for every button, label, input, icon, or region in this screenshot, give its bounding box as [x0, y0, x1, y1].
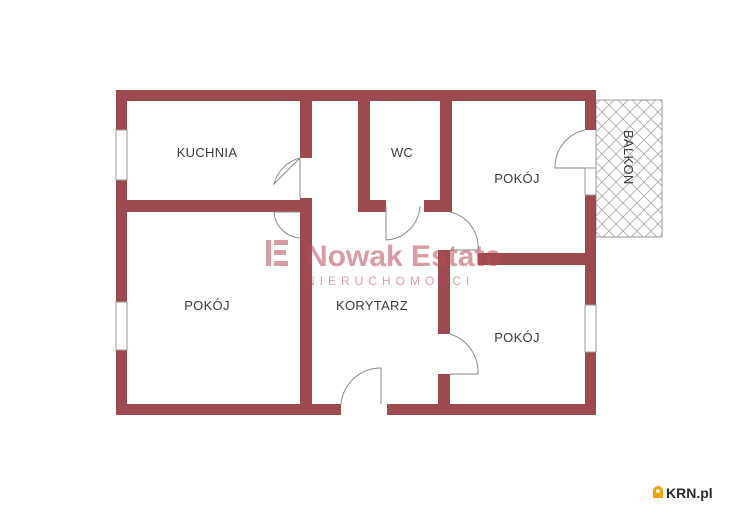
wall-corridor-right-2	[438, 374, 450, 415]
window-kitchen	[115, 129, 128, 181]
wall-left-room-right	[300, 198, 312, 415]
door-entrance	[340, 367, 382, 405]
wall-kitchen-right	[300, 90, 312, 158]
wall-outer-bottom-left	[116, 404, 341, 415]
watermark-brand: Nowak Estate	[306, 240, 501, 273]
windows	[115, 129, 597, 353]
watermark-logo-icon	[266, 240, 288, 266]
door-top-right-room	[449, 211, 479, 251]
door-balcony	[554, 129, 586, 169]
label-wc: WC	[391, 145, 413, 160]
window-top-right-room	[584, 167, 597, 196]
credit-site: KRN.pl	[666, 485, 713, 501]
label-balcony: BALKON	[621, 130, 636, 185]
walls	[116, 90, 596, 415]
wall-outer-left-1	[116, 90, 127, 130]
wall-outer-left-3	[116, 350, 127, 415]
balcony-area	[595, 99, 663, 238]
door-kitchen	[273, 157, 301, 198]
wall-wc-bottom-left	[358, 200, 386, 212]
label-corridor: KORYTARZ	[336, 298, 408, 313]
door-bottom-right-room	[449, 333, 479, 375]
wall-right-rooms-divider	[478, 253, 596, 265]
wall-outer-right-1	[585, 90, 596, 130]
wall-kitchen-bottom	[116, 200, 312, 212]
watermark-subtitle: NIERUCHOMOŚCI	[306, 273, 474, 288]
label-room-left: POKÓJ	[184, 298, 230, 313]
credit-logo: KRN.pl	[653, 485, 713, 501]
wall-wc-right	[440, 90, 452, 212]
watermark: Nowak Estate NIERUCHOMOŚCI	[266, 240, 501, 288]
wall-corridor-right-1	[438, 250, 450, 334]
wall-outer-left-2	[116, 180, 127, 302]
label-room-bottom-right: POKÓJ	[494, 330, 540, 345]
door-wc	[385, 205, 421, 241]
wall-outer-right-2	[585, 195, 596, 305]
window-left-room	[115, 301, 128, 351]
label-kitchen: KUCHNIA	[177, 145, 238, 160]
door-left-room	[273, 211, 301, 239]
window-bottom-right-room	[584, 304, 597, 353]
label-room-top-right: POKÓJ	[494, 171, 540, 186]
wall-outer-right-3	[585, 352, 596, 415]
wall-outer-top	[116, 90, 596, 101]
wall-outer-bottom-right	[387, 404, 596, 415]
doors	[273, 129, 586, 405]
wall-wc-left	[358, 90, 370, 212]
